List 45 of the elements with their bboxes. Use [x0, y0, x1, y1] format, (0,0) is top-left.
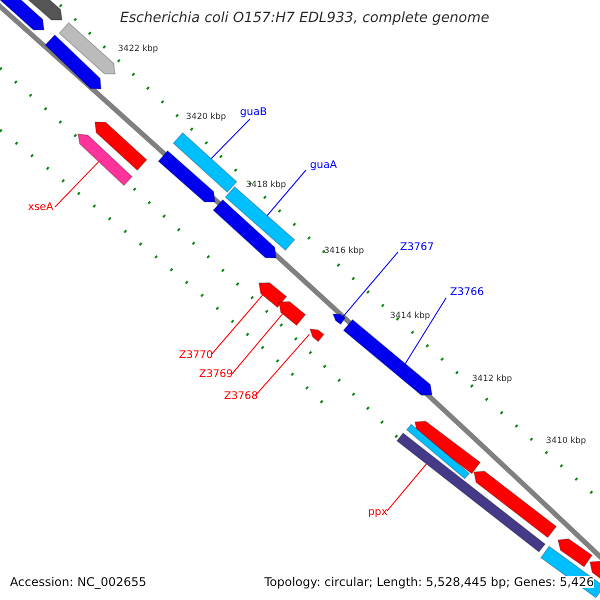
gene-segment [158, 150, 216, 202]
gene-label: Z3768 [224, 391, 258, 402]
gene-segment [406, 424, 470, 480]
leader-line [266, 170, 306, 216]
gene-segment [94, 121, 148, 171]
tick-label: 3420 kbp [186, 113, 226, 122]
gene-label: Z3769 [199, 369, 233, 380]
leader-line [210, 294, 264, 356]
gene-label: guaB [240, 107, 267, 118]
gene-segment [172, 132, 238, 193]
gene-segment [332, 313, 346, 325]
tick-label: 3418 kbp [246, 181, 286, 190]
gene-segment [309, 328, 324, 342]
gene-label: ppx [368, 507, 388, 518]
gene-label: guaA [310, 160, 337, 170]
tick-label: 3422 kbp [118, 45, 158, 54]
leader-line [232, 313, 283, 374]
gene-segment [212, 199, 277, 259]
gene-segment [342, 318, 433, 396]
gene-label: Z3770 [179, 350, 213, 360]
info-text: Topology: circular; Length: 5,528,445 bp; Genes: 5,426 [264, 576, 594, 588]
gene-segment [396, 432, 546, 553]
leader-line [54, 161, 100, 208]
gene-label: xseA [28, 202, 54, 212]
gene-segment [278, 301, 306, 326]
gene-label: Z3766 [450, 287, 484, 298]
tick-label: 3416 kbp [324, 247, 364, 256]
gene-segment [258, 282, 288, 308]
gene-segment [473, 470, 557, 538]
leader-line [210, 118, 250, 160]
leader-line [254, 334, 310, 396]
leader-line [404, 298, 446, 364]
gene-segment [0, 0, 45, 30]
gene-label: Z3767 [400, 242, 434, 252]
info-text: Accession: NC_002655 [10, 576, 146, 588]
leader-line [386, 464, 427, 512]
gene-segment [44, 34, 102, 90]
gene-segment [557, 538, 593, 568]
tick-label: 3414 kbp [390, 312, 430, 320]
gene-segment [77, 133, 133, 186]
tick-label: 3412 kbp [472, 375, 512, 384]
leader-line [342, 252, 398, 317]
title: Escherichia coli O157:H7 EDL933, complete genome [120, 11, 490, 25]
gene-segment [414, 420, 481, 474]
gene-segment [58, 22, 116, 75]
